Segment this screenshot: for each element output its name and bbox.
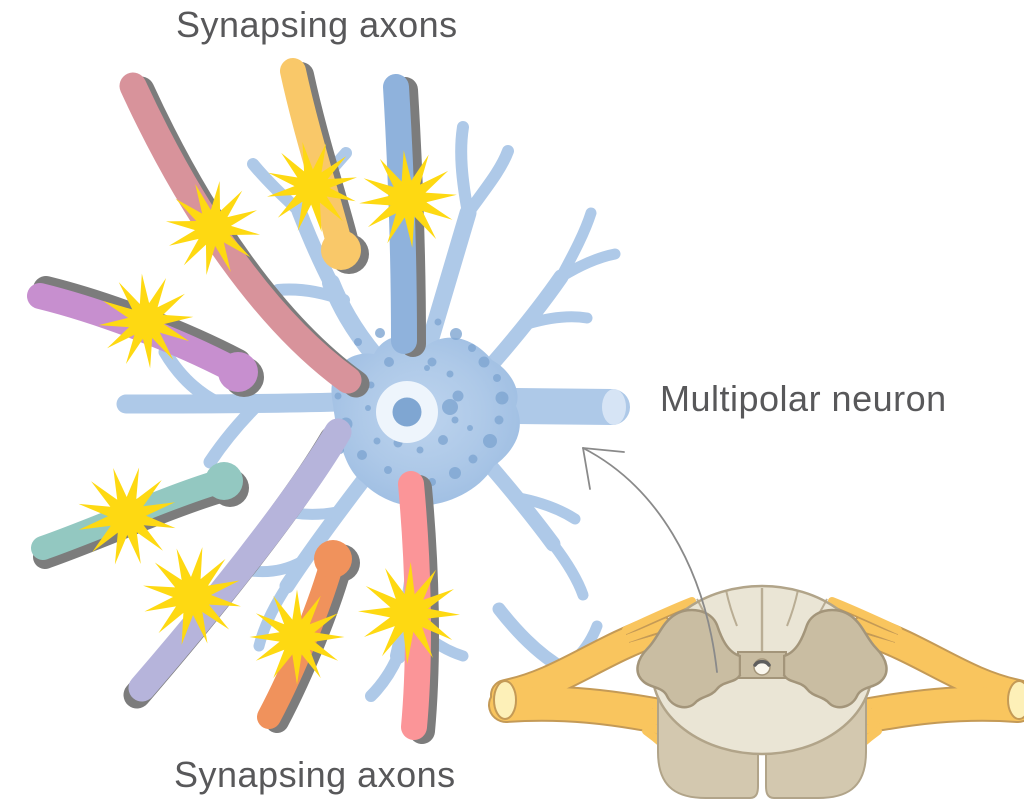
spinal-cord-illustration [488, 584, 1024, 799]
nerve-cut-end [493, 680, 517, 720]
label-synapsing-axons-bottom: Synapsing axons [174, 754, 456, 795]
axon-terminal-bulb [321, 230, 361, 270]
axon-terminal-bulb [314, 540, 352, 578]
spinal-cord-body [636, 584, 888, 799]
axon-terminal-bulb [205, 462, 243, 500]
axon-terminal-bulb [218, 352, 258, 392]
label-multipolar-neuron: Multipolar neuron [660, 378, 947, 419]
gray-matter [636, 608, 888, 709]
pointer-arrow [582, 447, 718, 673]
neuron-nucleus [376, 381, 438, 443]
axon-tip [602, 389, 626, 425]
synapsing-axon-lavender [123, 418, 352, 709]
label-synapsing-axons-top: Synapsing axons [176, 4, 458, 45]
neuron-axon [498, 388, 630, 425]
nucleolus [392, 397, 422, 427]
synapsing-axon-rose [119, 72, 370, 398]
central-canal [753, 658, 771, 676]
